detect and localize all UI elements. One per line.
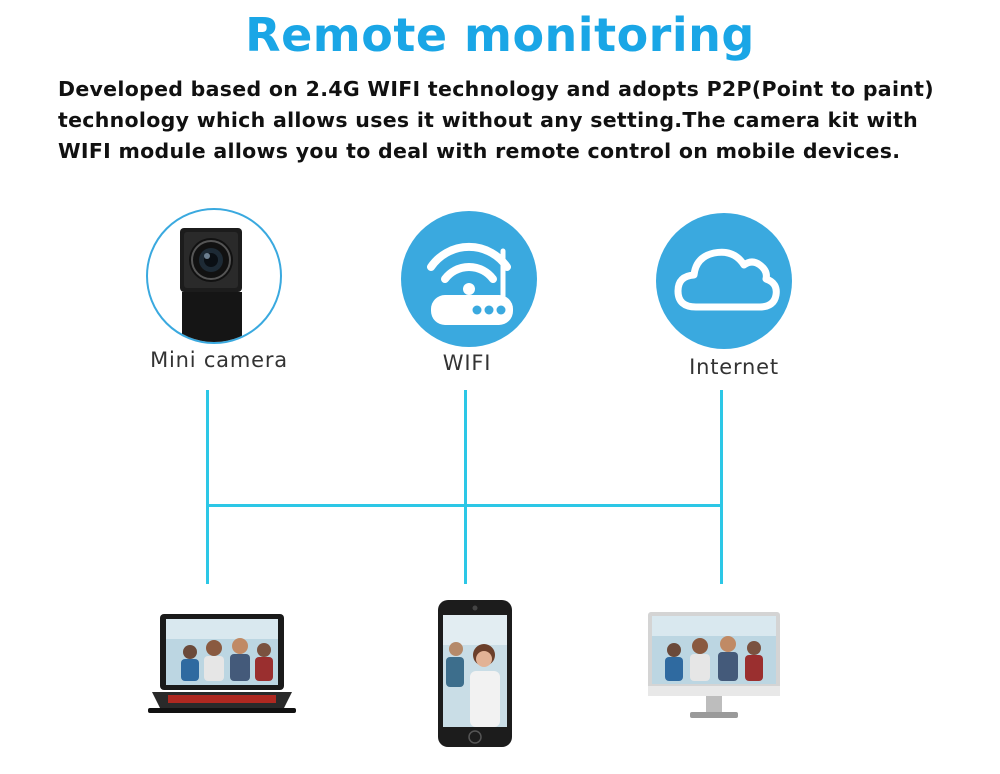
smartphone-icon bbox=[438, 600, 512, 747]
connector-horizontal bbox=[206, 504, 723, 507]
mini-camera-label: Mini camera bbox=[150, 348, 288, 372]
description: Developed based on 2.4G WIFI technology … bbox=[58, 74, 978, 167]
wifi-node bbox=[401, 211, 537, 347]
internet-node bbox=[656, 213, 792, 349]
desktop-monitor-device bbox=[648, 612, 780, 728]
page-title: Remote monitoring bbox=[245, 8, 755, 62]
description-line-1: Developed based on 2.4G WIFI technology … bbox=[58, 77, 934, 101]
smartphone-device bbox=[436, 599, 514, 753]
connector-camera bbox=[206, 390, 209, 584]
laptop-device bbox=[148, 612, 296, 720]
internet-label: Internet bbox=[689, 355, 779, 379]
mini-camera-node bbox=[146, 208, 282, 344]
cloud-icon bbox=[674, 248, 780, 311]
camera-icon bbox=[180, 228, 242, 342]
wifi-label: WIFI bbox=[442, 351, 492, 375]
connector-internet bbox=[720, 390, 723, 584]
router-icon bbox=[427, 242, 513, 325]
monitor-icon bbox=[648, 612, 780, 718]
description-line-3: WIFI module allows you to deal with remo… bbox=[58, 139, 901, 163]
connector-wifi bbox=[464, 390, 467, 584]
description-line-2: technology which allows uses it without … bbox=[58, 108, 918, 132]
laptop-icon bbox=[148, 614, 296, 713]
